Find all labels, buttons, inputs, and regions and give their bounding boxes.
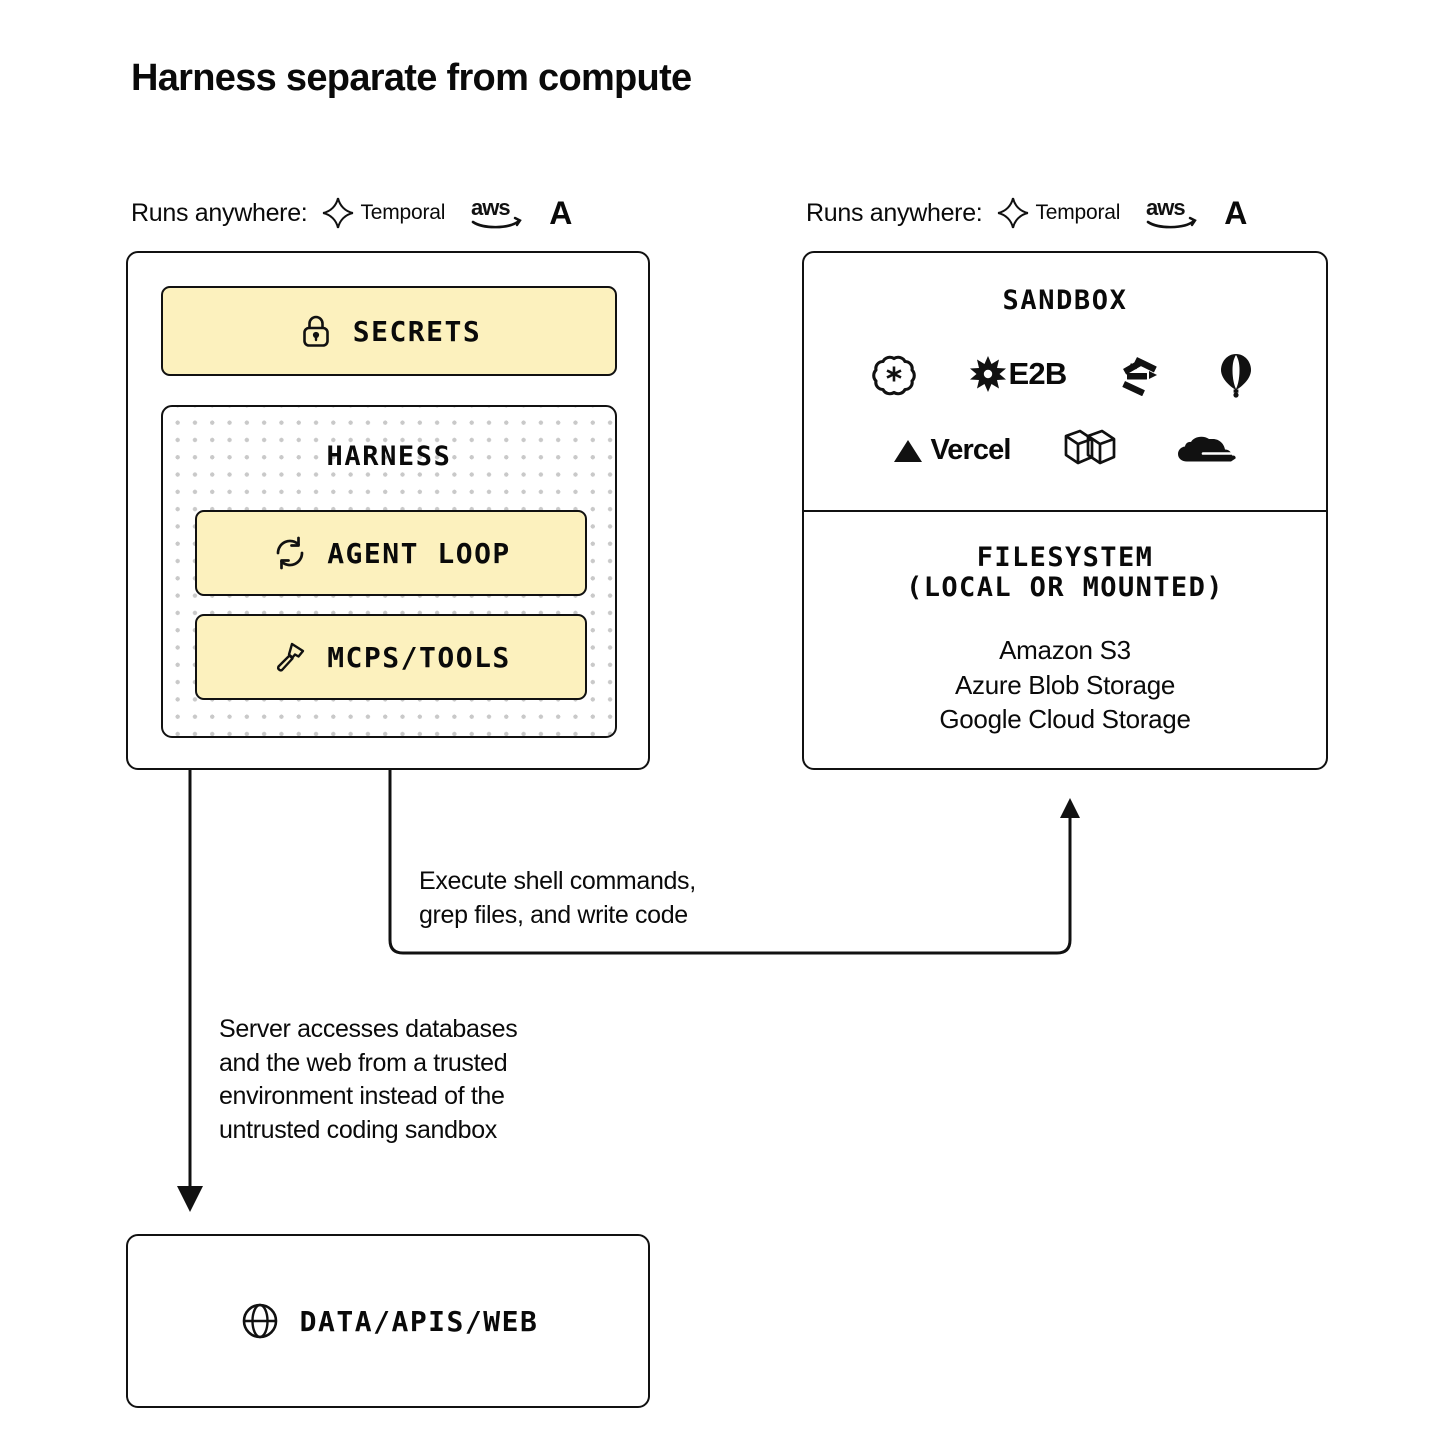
filesystem-title-line-2: (LOCAL OR MOUNTED): [906, 572, 1224, 604]
mcps-tools-box[interactable]: MCPS/TOOLS: [195, 614, 587, 700]
compute-container: SANDBOX E2B: [802, 251, 1328, 770]
e2b-label: E2B: [1008, 356, 1068, 391]
openai-logo: [846, 345, 942, 403]
runs-anywhere-label: Runs anywhere:: [131, 198, 308, 227]
modal-hexagon-icon: [1064, 429, 1116, 465]
harness-server-container: SECRETS HARNESS AGENT LOOP: [126, 251, 650, 770]
svg-text:aws: aws: [1146, 196, 1185, 220]
runs-anywhere-row-right: Runs anywhere: Temporal aws A: [806, 195, 1247, 231]
temporal-icon: [323, 197, 354, 229]
sandbox-title: SANDBOX: [1002, 285, 1128, 316]
annotation-line: Execute shell commands,: [419, 867, 696, 895]
daytona-arrows-icon: [1122, 357, 1157, 397]
vercel-label: Vercel: [930, 433, 1011, 466]
aws-icon: aws: [1146, 196, 1197, 229]
filesystem-title-line-1: FILESYSTEM: [976, 542, 1154, 573]
annotation-line: and the web from a trusted: [219, 1048, 508, 1077]
temporal-logo: Temporal: [321, 196, 445, 230]
arrowhead-to-sandbox: [1060, 798, 1080, 818]
modal-logo: [1033, 421, 1148, 479]
mcps-tools-label: MCPS/TOOLS: [327, 640, 511, 674]
e2b-starburst-icon: [969, 356, 1006, 392]
mcps-tools-content: MCPS/TOOLS: [271, 638, 511, 676]
aws-logo-right: aws: [1146, 196, 1198, 230]
sandbox-filesystem-divider: [803, 510, 1327, 512]
sandbox-logos-row-1: E2B: [804, 345, 1326, 403]
temporal-icon: [998, 197, 1029, 229]
annotation-data-arrow: Server accesses databases and the web fr…: [219, 1013, 619, 1147]
data-apis-web-box[interactable]: DATA/APIS/WEB: [126, 1234, 650, 1408]
harness-title: HARNESS: [326, 441, 452, 472]
secrets-box[interactable]: SECRETS: [161, 286, 617, 376]
vercel-logo: Vercel: [868, 421, 1033, 479]
data-apis-web-label: DATA/APIS/WEB: [299, 1304, 539, 1338]
daytona-logo: [1092, 345, 1188, 403]
globe-icon: [242, 1303, 277, 1339]
wire-harness-to-sandbox: [388, 770, 1072, 955]
agent-loop-label: AGENT LOOP: [327, 536, 511, 570]
temporal-label-right: Temporal: [1035, 201, 1121, 224]
fly-balloon-icon: [1221, 354, 1251, 398]
secrets-content: SECRETS: [297, 312, 482, 350]
arrowhead-to-data: [177, 1186, 203, 1212]
list-item: Azure Blob Storage: [954, 669, 1176, 700]
vercel-triangle-icon: [894, 440, 923, 462]
annotation-line: grep files, and write code: [419, 900, 688, 929]
svg-text:aws: aws: [471, 196, 510, 220]
runs-anywhere-row-left: Runs anywhere: Temporal aws A: [131, 195, 572, 231]
runs-anywhere-label-right: Runs anywhere:: [806, 198, 983, 227]
secrets-label: SECRETS: [352, 314, 482, 348]
harness-panel: HARNESS AGENT LOOP: [161, 405, 617, 738]
agent-loop-box[interactable]: AGENT LOOP: [195, 510, 587, 596]
e2b-logo: E2B: [942, 345, 1092, 403]
agent-loop-content: AGENT LOOP: [271, 534, 511, 572]
data-apis-web-content: DATA/APIS/WEB: [238, 1299, 539, 1343]
aws-logo: aws: [471, 196, 523, 230]
azure-a-logo-right: A: [1224, 195, 1247, 231]
list-item: Amazon S3: [999, 635, 1131, 665]
sandbox-logos-row-2: Vercel: [804, 421, 1326, 479]
temporal-logo-right: Temporal: [996, 196, 1120, 230]
annotation-line: untrusted coding sandbox: [219, 1115, 497, 1144]
annotation-sandbox-arrow: Execute shell commands, grep files, and …: [419, 865, 819, 932]
annotation-line: environment instead of the: [219, 1082, 505, 1110]
cloudflare-logo: [1148, 421, 1263, 479]
page-title: Harness separate from compute: [131, 57, 692, 99]
aws-icon: aws: [471, 196, 522, 229]
openai-icon: [872, 355, 916, 396]
filesystem-provider-list: Amazon S3 Azure Blob Storage Google Clou…: [804, 633, 1326, 737]
filesystem-title: FILESYSTEM (LOCAL OR MOUNTED): [804, 542, 1326, 604]
refresh-loop-icon: [276, 536, 304, 570]
cloudflare-cloud-icon: [1178, 436, 1236, 462]
fly-logo: [1188, 345, 1284, 403]
temporal-label: Temporal: [360, 201, 446, 224]
hammer-icon: [277, 642, 305, 672]
annotation-line: Server accesses databases: [219, 1015, 518, 1043]
azure-a-logo: A: [549, 195, 572, 231]
lock-icon: [302, 315, 329, 347]
list-item: Google Cloud Storage: [939, 704, 1191, 735]
